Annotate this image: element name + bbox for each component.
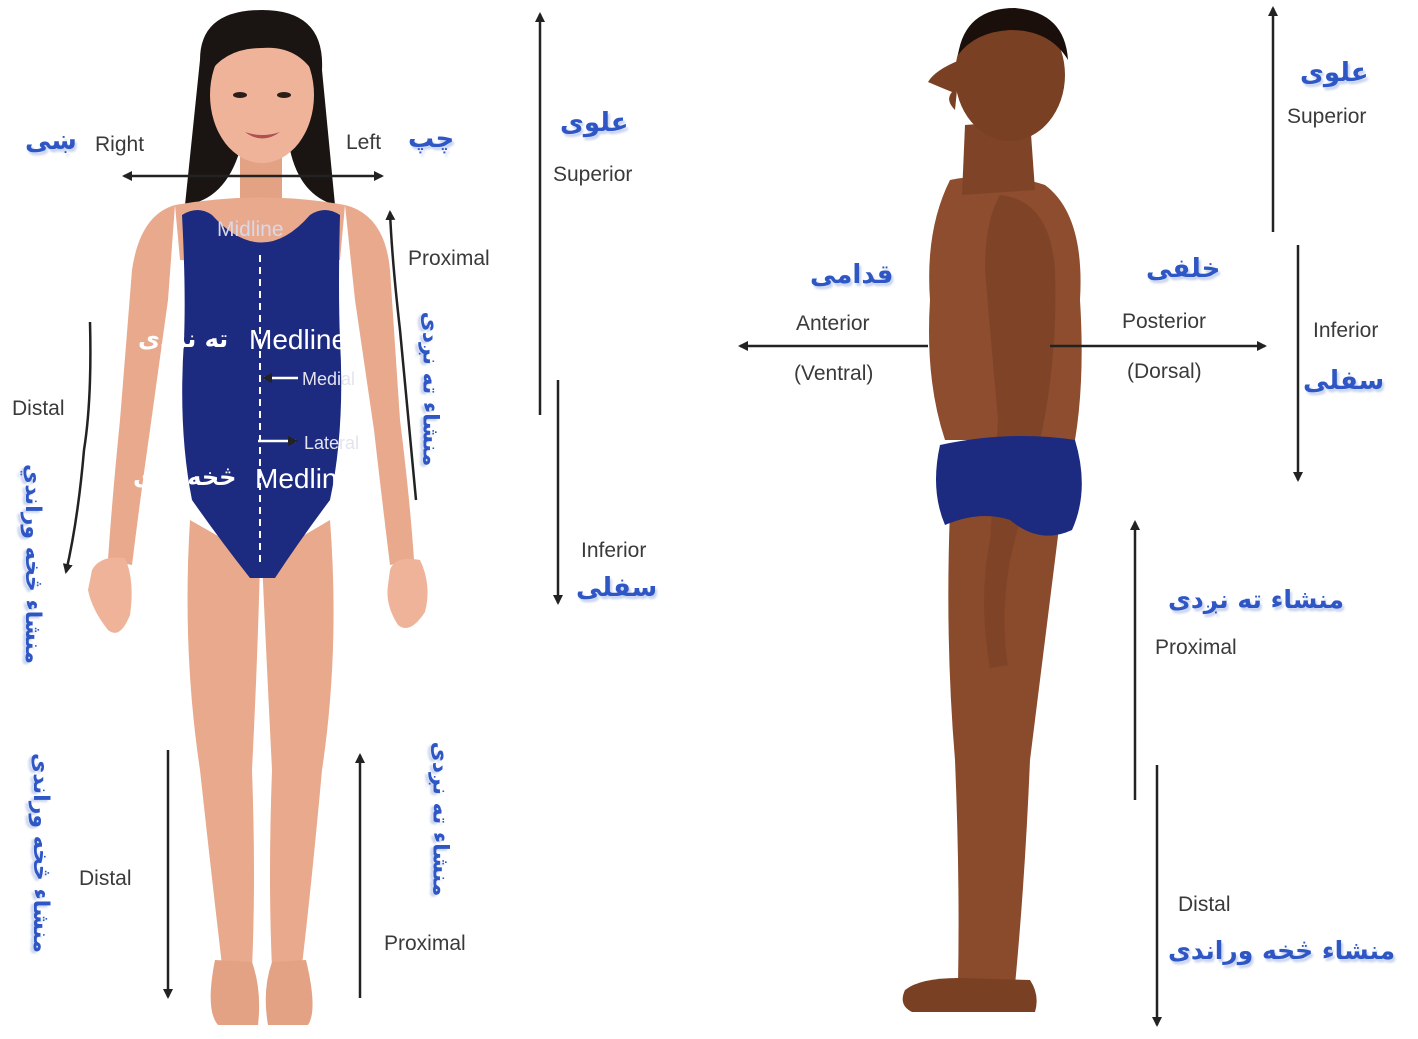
label-proximal-leg-ps: منشاء ته نږدی: [428, 742, 450, 897]
label-proximal-arm: Proximal: [408, 248, 490, 269]
label-right: Right: [95, 134, 144, 155]
label-distal-leg-ps: منشاء څخه وراندی: [29, 753, 51, 953]
label-medline-upper-ps: ته نژدی: [138, 327, 228, 351]
label-superior: Superior: [553, 164, 632, 185]
label-left-ps: چپ: [408, 126, 454, 152]
label-posterior: Posterior: [1122, 311, 1206, 332]
label-side-inferior: Inferior: [1313, 320, 1378, 341]
label-proximal-arm-ps: منشاء ته نږدی: [418, 312, 440, 467]
label-side-distal: Distal: [1178, 894, 1231, 915]
label-side-distal-ps: منشاء څخه وراندی: [1168, 938, 1395, 963]
label-side-superior-ps: علوی: [1300, 60, 1369, 86]
side-figure: [903, 8, 1082, 1012]
front-figure: [88, 10, 428, 1025]
label-side-superior: Superior: [1287, 106, 1366, 127]
label-superior-ps: علوی: [560, 110, 629, 136]
label-dorsal: (Dorsal): [1127, 361, 1202, 382]
label-inferior: Inferior: [581, 540, 646, 561]
label-medline-upper: Medline: [249, 326, 347, 354]
label-midline: Midline: [217, 219, 284, 240]
label-medline-lower-ps: څخه لری: [133, 465, 236, 489]
label-right-ps: ښی: [25, 128, 77, 154]
label-anterior-ps: قدامی: [810, 262, 893, 288]
label-medial: Medial: [302, 370, 355, 388]
label-proximal-leg: Proximal: [384, 933, 466, 954]
label-ventral: (Ventral): [794, 363, 873, 384]
label-distal-arm-ps: منشاء څخه وراندي: [21, 464, 43, 664]
label-distal-arm: Distal: [12, 398, 65, 419]
label-side-proximal-ps: منشاء ته نږدی: [1168, 587, 1344, 612]
label-distal-leg: Distal: [79, 868, 132, 889]
label-anterior: Anterior: [796, 313, 870, 334]
label-medline-lower: Medline: [255, 465, 353, 493]
label-left: Left: [346, 132, 381, 153]
label-inferior-ps: سفلی: [576, 575, 657, 601]
label-side-proximal: Proximal: [1155, 637, 1237, 658]
label-posterior-ps: خلفی: [1146, 256, 1220, 282]
label-lateral: Lateral: [304, 434, 359, 452]
label-side-inferior-ps: سفلی: [1303, 368, 1384, 394]
